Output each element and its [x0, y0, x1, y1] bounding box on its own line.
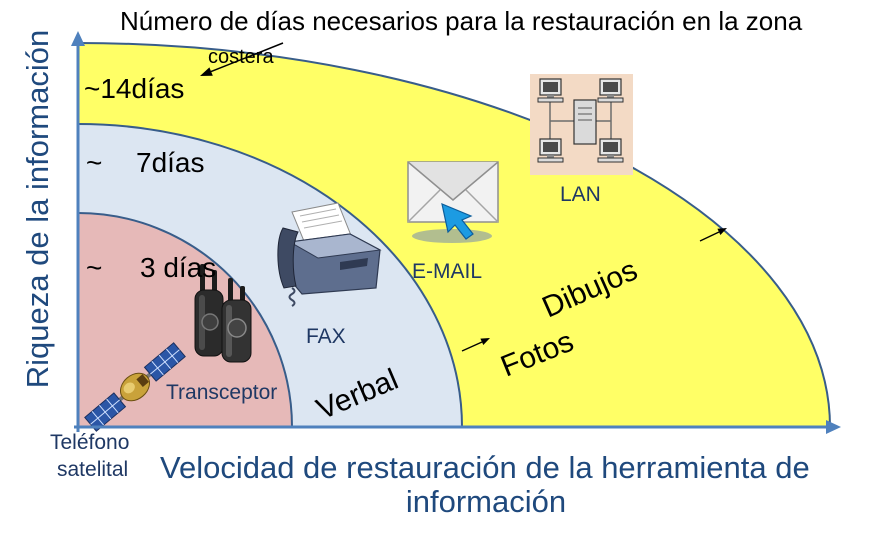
satellite-phone-label-line2: satelital [57, 458, 128, 481]
band-3-days-tilde: ~ [86, 252, 102, 283]
band-3-days-label: 3 días [140, 252, 216, 283]
diagram-title: Número de días necesarios para la restau… [120, 6, 803, 36]
server-slots [578, 107, 592, 121]
computer-icon [537, 138, 564, 163]
computer-icon [537, 78, 564, 103]
lan-network-icon [530, 74, 633, 175]
email-label: E-MAIL [412, 260, 482, 283]
fax-paper-lines [299, 208, 343, 229]
lan-label: LAN [560, 183, 601, 206]
server-icon [573, 99, 597, 145]
band-14-days-label: ~14días [84, 73, 184, 104]
fax-top-panel [288, 233, 382, 259]
fax-cord [288, 287, 296, 307]
email-shadow [412, 229, 492, 243]
fax-label: FAX [306, 325, 346, 348]
media-arrow [461, 341, 483, 352]
x-axis-label-line1: Velocidad de restauración de la herramie… [160, 450, 810, 485]
envelope-folds [407, 189, 499, 223]
x-axis-arrowhead [826, 420, 841, 434]
band-3-days-border [77, 212, 293, 428]
band-7-days-tilde: ~ [86, 147, 102, 178]
band-7-days-border [77, 123, 463, 428]
satellite-phone-label-line1: Teléfono [50, 431, 129, 454]
media-arrowhead [480, 338, 490, 345]
band-7-days-label: 7días [136, 147, 205, 178]
media-arrowhead [717, 228, 727, 235]
media-arrow [699, 231, 720, 242]
fax-handset [277, 227, 299, 289]
envelope-flap [407, 161, 499, 201]
walkie-talkie-icon [194, 264, 252, 363]
transceiver-label: Transceptor [166, 381, 277, 404]
satellite-icon [84, 342, 186, 432]
computer-icon [597, 138, 624, 163]
x-axis-label-line2: información [406, 484, 566, 519]
title-pointer-arrow [210, 42, 284, 73]
title-pointer-arrowhead [200, 67, 213, 76]
fax-icon [277, 202, 382, 307]
y-axis-label: Riqueza de la información [20, 30, 55, 388]
y-axis-arrowhead [71, 31, 85, 46]
lan-cables [549, 102, 612, 139]
diagram-title-continuation: costera [208, 46, 274, 68]
cursor-arrow-icon [441, 203, 474, 240]
computer-icon [597, 78, 624, 103]
band-3-days [78, 213, 292, 427]
fax-keypad [340, 258, 368, 270]
email-icon [407, 161, 499, 243]
